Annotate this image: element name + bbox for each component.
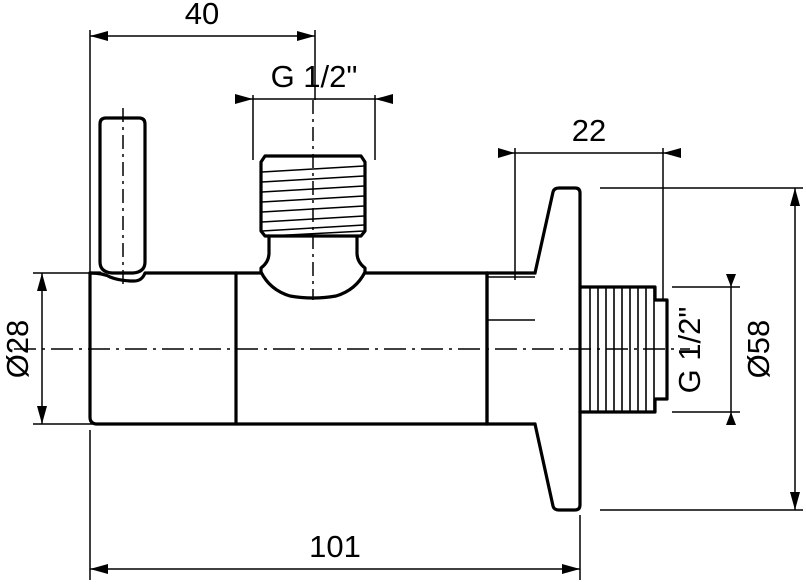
dimension-dia58: Ø58 — [600, 187, 803, 511]
dimension-thread-top: G 1/2" — [235, 59, 393, 160]
dimension-22-label: 22 — [572, 113, 606, 148]
wall-flange — [533, 186, 582, 512]
dimension-40-label: 40 — [185, 0, 219, 31]
dimension-thread-right-label: G 1/2" — [672, 307, 707, 394]
dimension-22: 22 — [498, 113, 681, 300]
dimension-thread-right: G 1/2" — [672, 274, 740, 425]
dimension-101: 101 — [89, 430, 581, 580]
dimension-dia28: Ø28 — [0, 272, 95, 425]
handle-stem — [98, 116, 147, 275]
outlet-thread-nipple — [578, 285, 669, 414]
valve-body — [88, 270, 537, 426]
dimension-dia58-label: Ø58 — [741, 320, 776, 379]
dimension-101-label: 101 — [309, 529, 361, 564]
inlet-thread-nipple — [259, 154, 367, 274]
dimension-thread-top-label: G 1/2" — [271, 59, 358, 94]
dimension-40: 40 — [89, 0, 316, 275]
dimension-dia28-label: Ø28 — [0, 320, 35, 379]
